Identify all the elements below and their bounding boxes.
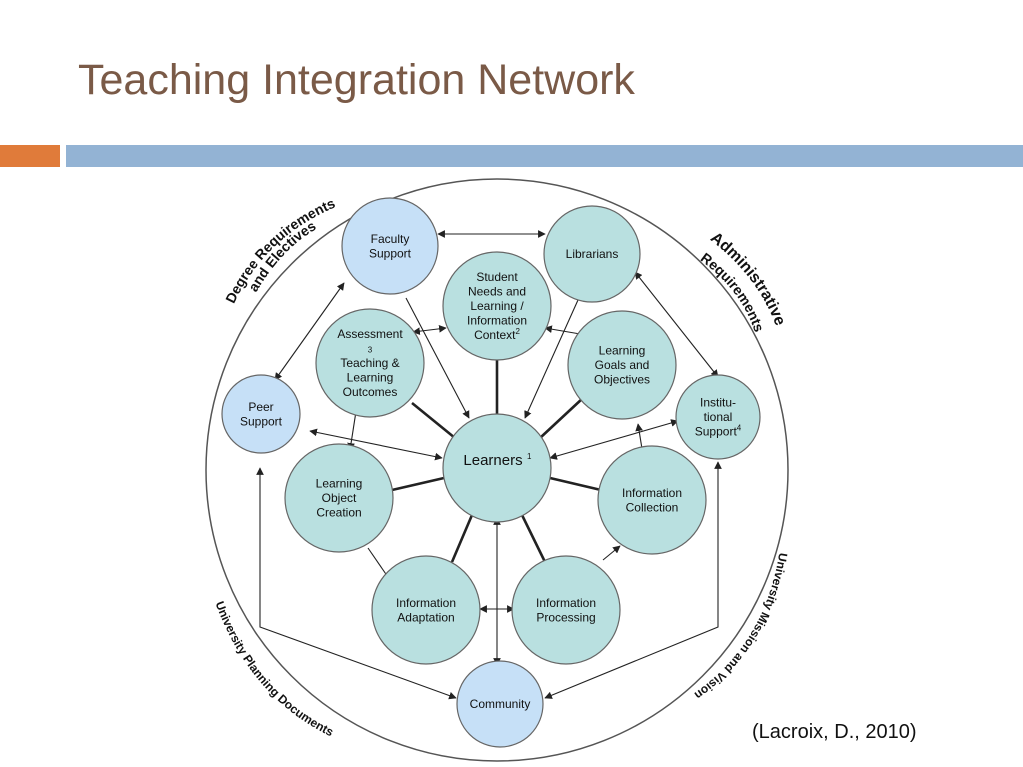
spoke-processing <box>520 514 547 563</box>
spoke-object-creation <box>391 476 445 492</box>
node-label-student-needs-1: Needs and <box>468 285 526 299</box>
node-label-goals-0: Learning <box>599 344 646 358</box>
node-label-assessment-4: Outcomes <box>343 385 398 399</box>
node-label-collection-1: Collection <box>626 500 679 514</box>
node-label-faculty-1: Support <box>369 246 412 260</box>
node-circle-community <box>456 660 544 748</box>
node-label-goals-2: Objectives <box>594 373 650 387</box>
arrow-faculty-learners <box>405 297 470 419</box>
arrow-peer-community <box>256 467 457 700</box>
node-learners: Learners 1 <box>442 413 552 523</box>
node-label-assessment-0: Assessment <box>337 327 403 341</box>
node-label-peer-0: Peer <box>248 400 273 414</box>
arrow-peer-learners <box>309 428 443 461</box>
node-label-student-needs-0: Student <box>476 270 518 284</box>
node-label-object-creation-1: Object <box>322 491 357 505</box>
node-label-adaptation-0: Information <box>396 596 456 610</box>
arrow-collection-processing <box>602 545 621 561</box>
arrow-librarians-institutional <box>634 271 719 378</box>
node-label-institutional-1: tional <box>704 410 733 424</box>
node-label-processing-0: Information <box>536 596 596 610</box>
spoke-goals <box>539 397 584 439</box>
arrow-librarians-learners <box>524 299 579 419</box>
node-label-adaptation-1: Adaptation <box>397 610 454 624</box>
node-circle-collection <box>597 445 707 555</box>
node-label-assessment-3: Learning <box>347 371 394 385</box>
citation: (Lacroix, D., 2010) <box>752 721 917 743</box>
node-label-goals-1: Goals and <box>595 358 650 372</box>
node-circle-goals <box>567 310 677 420</box>
arrow-assessment-student <box>412 325 447 335</box>
node-label-student-needs-4: Context2 <box>474 327 520 342</box>
node-circle-learners <box>442 413 552 523</box>
arrow-faculty-peer <box>274 282 345 381</box>
node-circle-institutional <box>675 374 761 460</box>
ring-label-planning: University Planning Documents <box>213 599 336 739</box>
node-label-librarians-0: Librarians <box>566 247 619 261</box>
node-label-learners: Learners <box>463 452 522 469</box>
node-sup-student-needs: 2 <box>515 327 520 336</box>
node-label-community-0: Community <box>470 697 531 711</box>
spoke-assessment <box>411 401 456 440</box>
node-circle-assessment <box>315 308 425 418</box>
spoke-collection <box>549 476 602 492</box>
node-sup-learners: 1 <box>527 452 532 461</box>
node-label-student-needs-2: Learning / <box>470 299 524 313</box>
node-label-assessment-2: Teaching & <box>340 356 399 370</box>
node-circle-peer <box>221 374 301 454</box>
node-circle-librarians <box>543 205 641 303</box>
outer-ring <box>205 178 789 762</box>
node-sup-institutional: 4 <box>737 424 742 433</box>
spoke-adaptation <box>450 514 474 563</box>
arrow-institutional-community <box>544 461 722 699</box>
node-circle-processing <box>511 555 621 665</box>
node-label-student-needs-3: Information <box>467 314 527 328</box>
node-label-peer-1: Support <box>240 414 283 428</box>
node-circle-student-needs <box>442 251 552 361</box>
accent-bar <box>0 145 60 167</box>
node-circle-object-creation <box>284 443 394 553</box>
node-circle-faculty <box>341 197 439 295</box>
arrow-institutional-learners <box>549 419 679 460</box>
node-label-faculty-0: Faculty <box>371 232 410 246</box>
node-label-institutional-0: Institu- <box>700 396 736 410</box>
connectors <box>256 230 722 700</box>
node-librarians: Librarians <box>543 205 641 303</box>
node-label-collection-0: Information <box>622 486 682 500</box>
slide-title: Teaching Integration Network <box>78 56 635 104</box>
node-circle-adaptation <box>371 555 481 665</box>
header-bar <box>66 145 1023 167</box>
node-community: Community <box>456 660 544 748</box>
node-label-object-creation-0: Learning <box>316 477 363 491</box>
node-label-processing-1: Processing <box>536 610 595 624</box>
node-label-institutional-2: Support4 <box>695 424 742 439</box>
node-label-assessment-1: 3 <box>368 346 373 355</box>
node-label-object-creation-2: Creation <box>316 506 361 520</box>
